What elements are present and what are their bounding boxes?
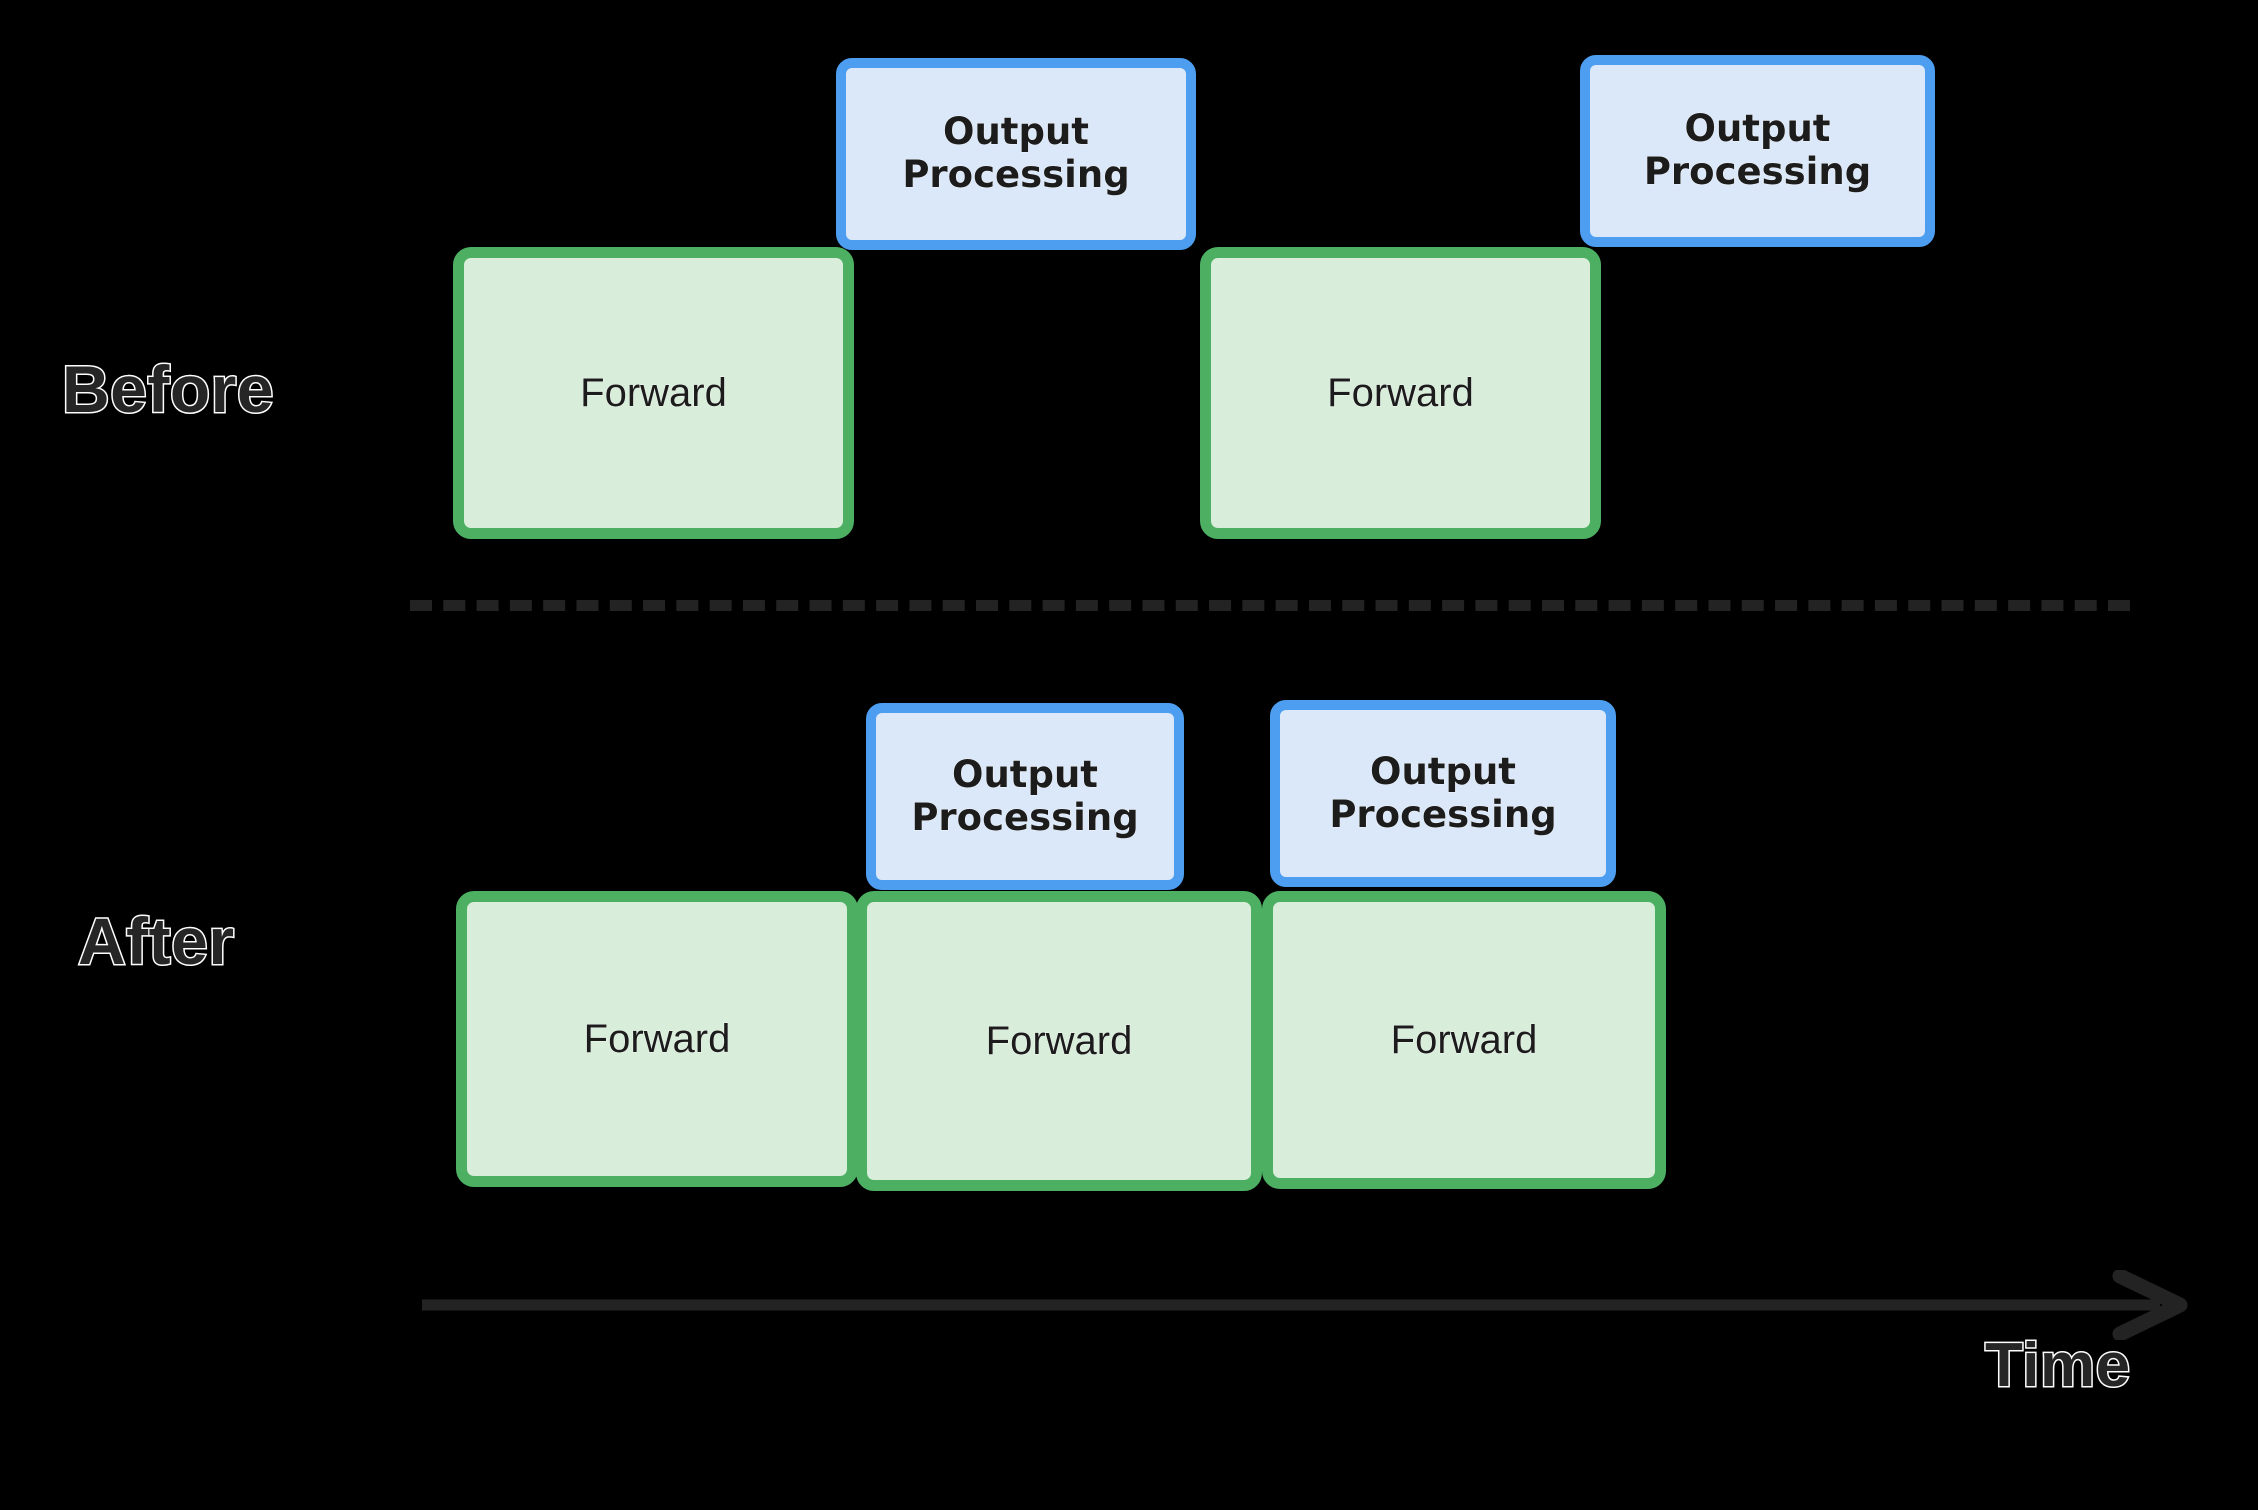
after-forward-block-1: Forward <box>456 891 858 1187</box>
time-axis-arrow <box>422 1270 2188 1340</box>
block-label: Forward <box>1390 1017 1538 1062</box>
row-separator-dashed-line <box>410 600 2130 611</box>
block-label: Forward <box>580 370 727 415</box>
before-forward-block-2: Forward <box>1200 247 1601 539</box>
block-label: Forward <box>583 1016 731 1061</box>
after-forward-block-3: Forward <box>1262 891 1666 1189</box>
time-axis-label: Time <box>1984 1331 2132 1400</box>
before-forward-block-1: Forward <box>453 247 854 539</box>
row-label-before: Before <box>60 352 275 426</box>
after-forward-block-2: Forward <box>856 891 1262 1191</box>
block-label: Forward <box>985 1018 1133 1063</box>
row-label-after: After <box>77 904 236 978</box>
arrowhead-icon <box>2112 1270 2188 1340</box>
block-label: Forward <box>1327 370 1474 415</box>
